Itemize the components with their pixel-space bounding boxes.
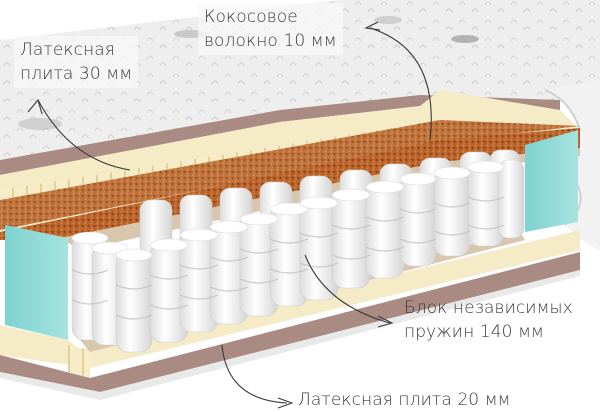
label-latex-top-line1: Латексная [20,40,115,60]
label-latex-bottom: Латексная плита 20 мм [298,388,511,412]
pocket-spring-block [71,149,525,353]
foam-edge-right [525,130,578,232]
label-springs-line2: пружин 140 мм [404,322,544,342]
label-coconut-line1: Кокосовое [204,7,298,27]
label-latex-top: Латексная плита 30 мм [14,36,139,88]
leader-springs [304,254,391,324]
leader-latex-top [37,99,131,171]
label-latex-top-line2: плита 30 мм [20,64,133,84]
leader-latex-bottom [221,344,288,404]
label-springs: Блок независимых пружин 140 мм [404,296,573,344]
label-coconut-line2: волокно 10 мм [204,31,337,51]
leader-coconut [369,27,432,141]
label-springs-line1: Блок независимых [404,298,573,318]
leader-lines [27,21,432,409]
label-coconut: Кокосовое волокно 10 мм [198,3,343,55]
label-latex-bottom-line1: Латексная плита 20 мм [298,390,511,410]
foam-edge-left [5,225,68,340]
